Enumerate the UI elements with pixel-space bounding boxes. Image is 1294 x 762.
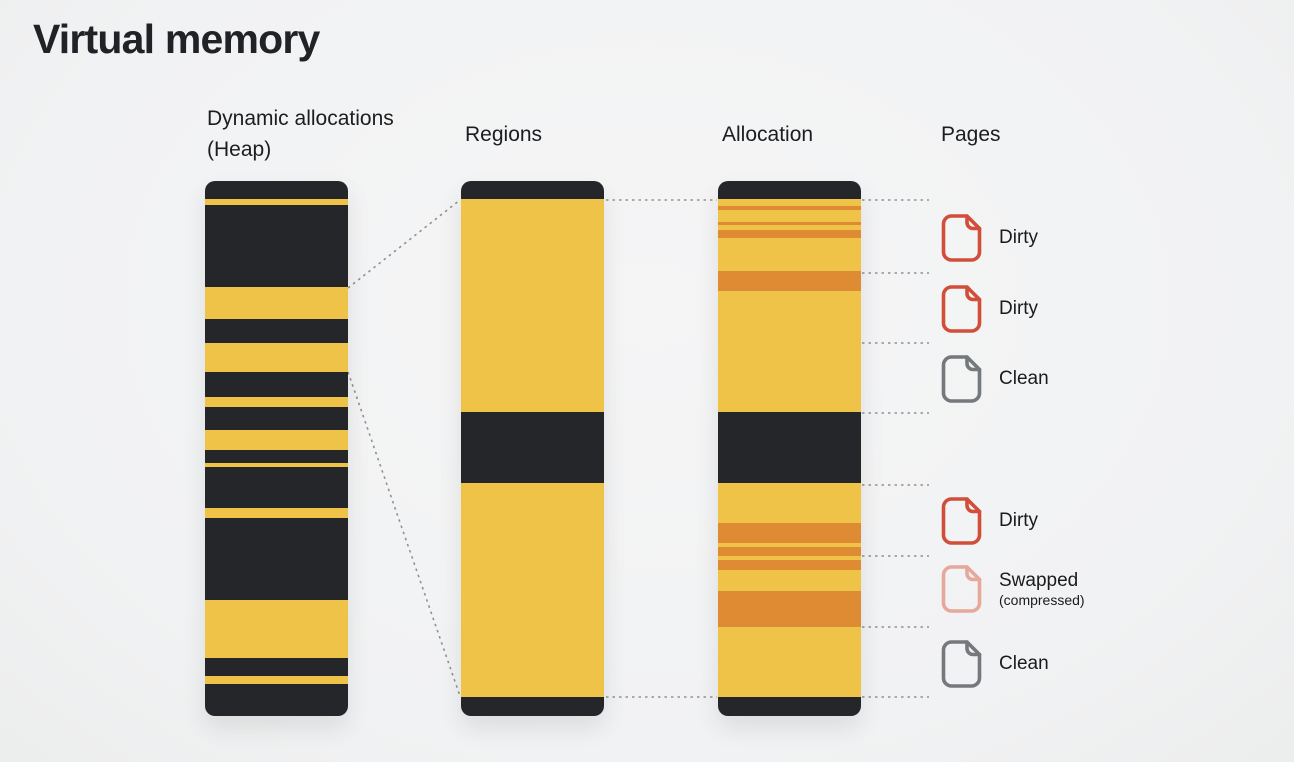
memory-segment-dark bbox=[205, 181, 348, 199]
memory-segment-dark bbox=[461, 181, 604, 199]
page-row-clean: Clean bbox=[941, 355, 1049, 403]
memory-segment-yellow bbox=[718, 627, 861, 697]
file-icon-dirty bbox=[941, 285, 982, 333]
page-text: Swapped(compressed) bbox=[999, 570, 1085, 608]
memory-segment-dark bbox=[205, 684, 348, 716]
column-header-regions: Regions bbox=[465, 123, 543, 146]
file-icon-path bbox=[941, 355, 982, 403]
memory-segment-dark bbox=[205, 467, 348, 508]
page-text: Clean bbox=[999, 368, 1049, 390]
column-header-pages: Pages bbox=[941, 123, 1001, 146]
memory-segment-yellow bbox=[205, 430, 348, 450]
memory-segment-orange bbox=[718, 523, 861, 543]
memory-segment-dark bbox=[205, 319, 348, 343]
memory-segment-yellow bbox=[718, 291, 861, 412]
page-row-dirty: Dirty bbox=[941, 497, 1038, 545]
file-icon-path bbox=[965, 565, 982, 582]
memory-segment-orange bbox=[718, 547, 861, 556]
allocation-memory-bar bbox=[718, 181, 861, 716]
memory-segment-yellow bbox=[718, 543, 861, 547]
memory-segment-yellow bbox=[718, 556, 861, 560]
page-state-label: Swapped bbox=[999, 570, 1079, 591]
page-state-label: Clean bbox=[999, 653, 1049, 674]
page-text: Dirty bbox=[999, 510, 1038, 532]
file-icon-path bbox=[941, 497, 982, 545]
memory-segment-dark bbox=[461, 412, 604, 483]
memory-segment-dark bbox=[205, 407, 348, 430]
file-icon-path bbox=[965, 497, 982, 514]
connector-dashed-line bbox=[347, 199, 461, 289]
memory-segment-yellow bbox=[205, 463, 348, 467]
memory-segment-dark bbox=[205, 518, 348, 600]
memory-segment-yellow bbox=[461, 199, 604, 412]
memory-segment-yellow bbox=[461, 483, 604, 697]
file-icon-path bbox=[941, 285, 982, 333]
file-icon-path bbox=[941, 565, 982, 613]
memory-segment-dark bbox=[718, 181, 861, 199]
memory-segment-yellow bbox=[205, 343, 348, 372]
memory-segment-dark bbox=[205, 205, 348, 287]
page-row-swapped: Swapped(compressed) bbox=[941, 565, 1085, 613]
memory-segment-yellow bbox=[205, 508, 348, 518]
memory-segment-yellow bbox=[718, 225, 861, 230]
file-icon-path bbox=[965, 640, 982, 657]
file-icon-dirty bbox=[941, 497, 982, 545]
memory-segment-orange bbox=[718, 271, 861, 291]
file-icon-dirty bbox=[941, 214, 982, 262]
memory-segment-dark bbox=[205, 658, 348, 676]
file-icon-clean bbox=[941, 355, 982, 403]
file-icon-path bbox=[965, 285, 982, 302]
page-state-label: Dirty bbox=[999, 227, 1039, 248]
page-state-label: Clean bbox=[999, 368, 1049, 389]
column-header-allocation: Allocation bbox=[722, 123, 814, 146]
page-text: Dirty bbox=[999, 298, 1038, 320]
file-icon-path bbox=[941, 640, 982, 688]
page-row-clean: Clean bbox=[941, 640, 1049, 688]
page-title: Virtual memory bbox=[33, 16, 320, 62]
memory-segment-dark bbox=[205, 450, 348, 463]
memory-segment-yellow bbox=[205, 600, 348, 658]
memory-segment-dark bbox=[718, 412, 861, 483]
memory-segment-orange bbox=[718, 560, 861, 570]
memory-segment-yellow bbox=[718, 199, 861, 206]
page-text: Dirty bbox=[999, 227, 1038, 249]
heap-header-line1: Dynamic allocations bbox=[207, 107, 394, 130]
heap-header-line2: (Heap) bbox=[207, 138, 272, 161]
memory-segment-dark bbox=[205, 372, 348, 397]
memory-segment-yellow bbox=[718, 570, 861, 591]
memory-segment-orange bbox=[718, 230, 861, 238]
memory-segment-yellow bbox=[205, 287, 348, 319]
memory-segment-yellow bbox=[718, 238, 861, 271]
memory-segment-yellow bbox=[718, 210, 861, 222]
file-icon-path bbox=[965, 355, 982, 372]
memory-segment-yellow bbox=[205, 676, 348, 684]
memory-segment-yellow bbox=[205, 397, 348, 407]
memory-segment-yellow bbox=[718, 483, 861, 523]
file-icon-path bbox=[941, 214, 982, 262]
connector-dashed-line bbox=[347, 371, 461, 697]
file-icon-swapped bbox=[941, 565, 982, 613]
page-state-label: Dirty bbox=[999, 510, 1039, 531]
page-text: Clean bbox=[999, 653, 1049, 675]
memory-segment-orange bbox=[718, 591, 861, 627]
page-state-sublabel: (compressed) bbox=[999, 592, 1085, 608]
memory-segment-yellow bbox=[205, 199, 348, 205]
file-icon-clean bbox=[941, 640, 982, 688]
page-row-dirty: Dirty bbox=[941, 285, 1038, 333]
memory-segment-orange bbox=[718, 222, 861, 225]
column-header-heap: Dynamic allocations (Heap) bbox=[207, 103, 394, 165]
memory-segment-dark bbox=[718, 697, 861, 716]
page-row-dirty: Dirty bbox=[941, 214, 1038, 262]
file-icon-path bbox=[965, 214, 982, 231]
heap-memory-bar bbox=[205, 181, 348, 716]
memory-segment-dark bbox=[461, 697, 604, 716]
regions-memory-bar bbox=[461, 181, 604, 716]
page-state-label: Dirty bbox=[999, 298, 1039, 319]
memory-segment-orange bbox=[718, 206, 861, 210]
